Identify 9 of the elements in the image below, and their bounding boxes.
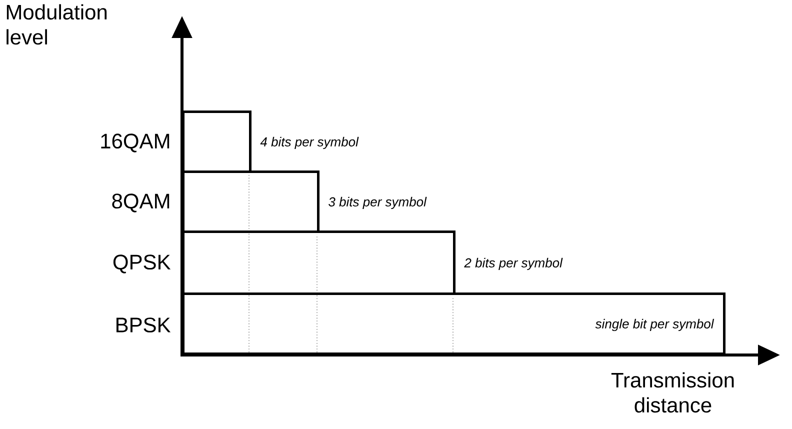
bits-label: 4 bits per symbol — [260, 136, 359, 150]
axis-title: Modulation level — [6, 4, 107, 45]
bits-label: 2 bits per symbol — [464, 258, 563, 270]
level-label: 8QAM — [112, 194, 170, 212]
level-label: 16QAM — [101, 134, 170, 152]
level-label: BPSK — [116, 318, 171, 332]
level-label: QPSK — [113, 254, 171, 274]
bits-label: 3 bits per symbol — [328, 196, 427, 210]
bar-label: single bit per symbol — [595, 318, 714, 332]
